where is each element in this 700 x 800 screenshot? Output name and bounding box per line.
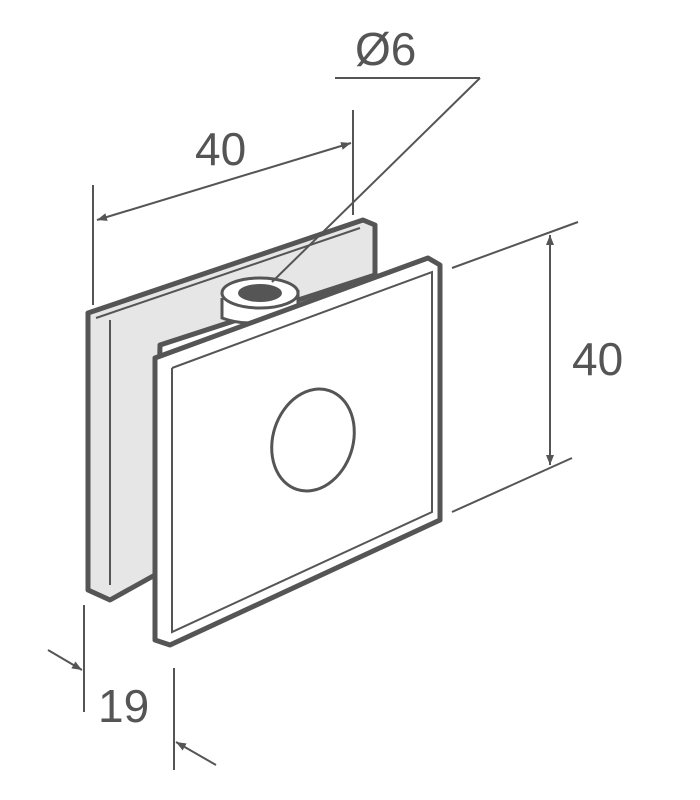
depth-label: 19 [98,680,149,732]
height-label: 40 [572,333,623,385]
width-label: 40 [195,123,246,175]
back-plate [85,217,378,603]
depth-dimension: 19 [47,605,217,770]
width-dimension: 40 [92,110,354,305]
hole-dimension: Ø6 [271,23,481,283]
hole-label: Ø6 [355,23,416,75]
front-hole [270,387,356,493]
front-plate [152,255,443,648]
height-dimension: 40 [451,221,623,513]
